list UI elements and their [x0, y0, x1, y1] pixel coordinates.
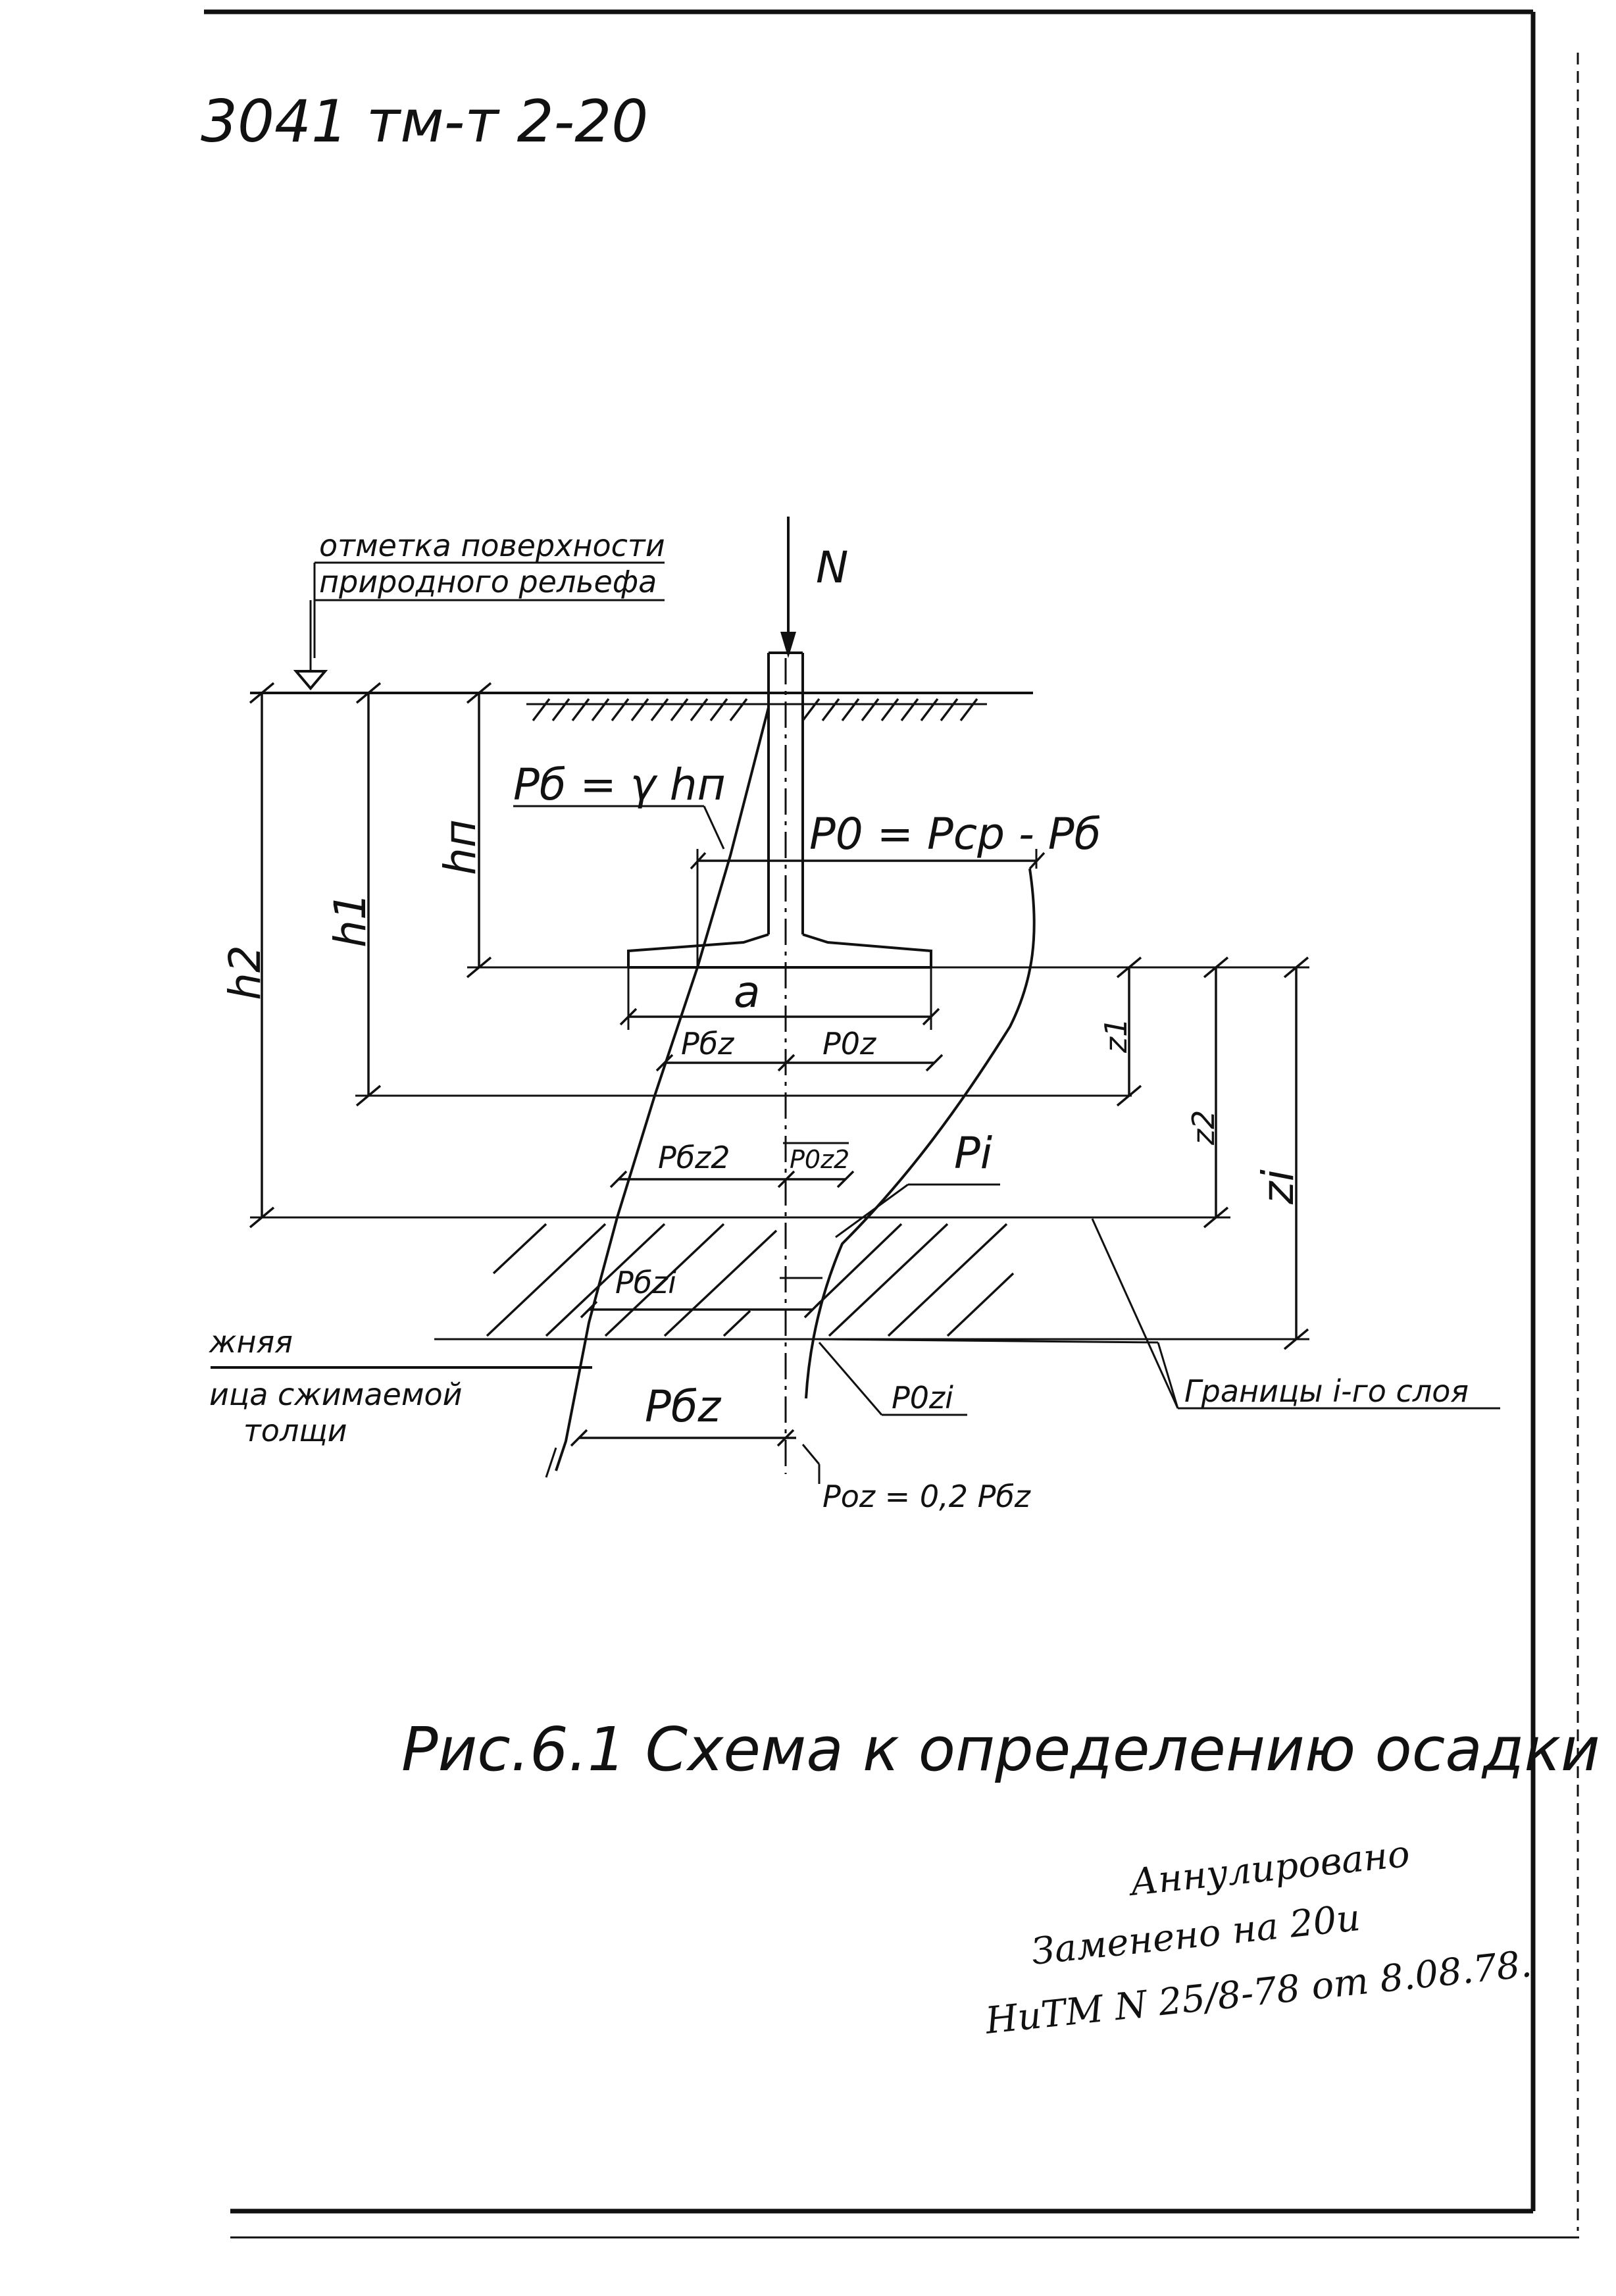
h1-label: h1 — [325, 892, 376, 948]
layer-boundaries-label: Границы i-го слоя — [1184, 1373, 1469, 1409]
hn-label: hп — [435, 819, 486, 875]
h2-label: h2 — [220, 945, 270, 1000]
p0z-rule-label: Pоz = 0,2 Pбz — [822, 1479, 1031, 1514]
dimension-z1: z1 — [1098, 956, 1142, 1107]
dimension-z2: z2 — [1186, 956, 1229, 1229]
p0zi-bottom-label: P0zi — [892, 1380, 953, 1416]
layer-boundaries-callout: Границы i-го слоя — [819, 1218, 1500, 1410]
zi-label: zi — [1253, 1169, 1303, 1205]
p0z-label: P0z — [822, 1026, 876, 1061]
load-arrow: N — [780, 517, 848, 658]
surface-mark-label-1: отметка поверхности — [319, 528, 665, 563]
dimension-hn: hп — [435, 682, 1309, 979]
zi-pressure-dimension: Pбzi — [580, 1265, 822, 1319]
p0z2-label: P0z2 — [790, 1145, 849, 1174]
z2-pressure-dimension: Pбz2 P0z2 — [609, 1140, 855, 1188]
dimension-h1: h1 — [325, 682, 1132, 1107]
load-label: N — [816, 542, 848, 593]
ground-surface — [250, 692, 1033, 722]
pi-label: Pi — [954, 1128, 993, 1179]
figure-caption: Рис.6.1 Схема к определению осадки — [401, 1714, 1600, 1785]
p0-dimension: P0 = Pср - Pб — [690, 809, 1101, 967]
elevation-marker-icon — [293, 670, 328, 691]
p0z-rule: Pоz = 0,2 Pбz — [801, 1444, 1031, 1514]
lower-boundary: жняя ица сжимаемой толщи — [209, 1324, 592, 1448]
additional-pressure-curve — [805, 868, 1036, 1399]
surface-mark-label-2: природного рельефа — [319, 564, 657, 600]
pi-callout: Pi — [835, 1128, 1000, 1238]
p0-label: P0 = Pср - Pб — [809, 809, 1101, 859]
layer-i-hatch — [486, 1223, 1015, 1337]
foundation — [627, 651, 932, 969]
dimension-h2: h2 — [220, 682, 1230, 1229]
pbz-bottom-label: Pбz — [645, 1381, 722, 1432]
handwritten-line-1: Аннулировано — [1126, 1833, 1412, 1905]
bottom-pressure-dimension: Pбz — [570, 1381, 796, 1447]
sheet-frame — [204, 9, 1579, 2239]
z2-label: z2 — [1186, 1110, 1221, 1146]
z1-label: z1 — [1098, 1018, 1134, 1054]
natural-pressure-line — [555, 707, 770, 1471]
lower-boundary-label-2: ица сжимаемой — [209, 1377, 463, 1412]
pb-label-group: Pб = γ hп — [513, 759, 726, 850]
pb-label: Pб = γ hп — [513, 759, 726, 810]
handwritten-note: Аннулировано Заменено на 20и НиТМ N 25/8… — [983, 1833, 1534, 2043]
p0zi-callout: P0zi — [818, 1342, 967, 1416]
document-code: 3041 тм-т 2-20 — [201, 88, 648, 155]
handwritten-line-2: Заменено на 20и — [1030, 1897, 1363, 1974]
z1-pressure-dimension: Pбz P0z — [655, 1026, 944, 1072]
surface-mark-note: отметка поверхности природного рельефа — [293, 528, 665, 691]
width-dimension: a — [619, 967, 940, 1030]
pbz-label: Pбz — [681, 1026, 734, 1061]
width-label: a — [734, 967, 760, 1017]
pbz2-label: Pбz2 — [658, 1140, 730, 1175]
pbzi-label: Pбzi — [615, 1265, 676, 1300]
lower-boundary-label-3: толщи — [243, 1413, 347, 1448]
lower-boundary-label-1: жняя — [209, 1324, 293, 1360]
